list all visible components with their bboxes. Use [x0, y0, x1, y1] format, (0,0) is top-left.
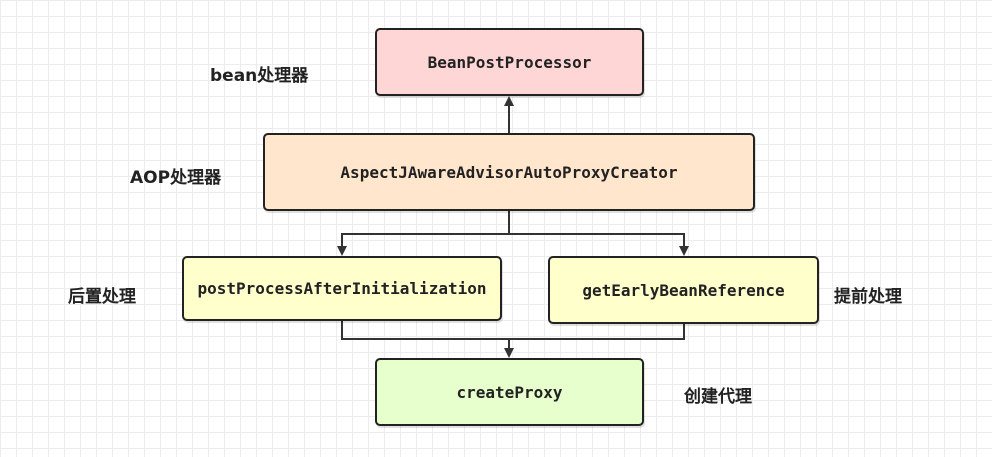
node-create-proxy: createProxy: [375, 358, 644, 426]
edge-getearly-to-createproxy: [504, 324, 685, 358]
node-bean-post-processor: BeanPostProcessor: [375, 28, 644, 96]
label-post-handling: 后置处理: [68, 287, 136, 307]
label-early-handling: 提前处理: [834, 287, 902, 307]
edge-aspectj-to-getearly: [509, 233, 689, 256]
label-bean-processor: bean处理器: [210, 66, 309, 86]
edge-postprocess-to-createproxy: [341, 321, 509, 340]
node-get-early-bean-reference: getEarlyBeanReference: [548, 256, 819, 324]
node-post-process-after-initialization: postProcessAfterInitialization: [182, 256, 502, 321]
label-aop-processor: AOP处理器: [130, 168, 222, 188]
edge-aspectj-to-postprocess: [337, 211, 510, 256]
label-create-proxy: 创建代理: [684, 387, 752, 407]
node-aspectj-aware-advisor-auto-proxy-creator: AspectJAwareAdvisorAutoProxyCreator: [263, 133, 755, 211]
